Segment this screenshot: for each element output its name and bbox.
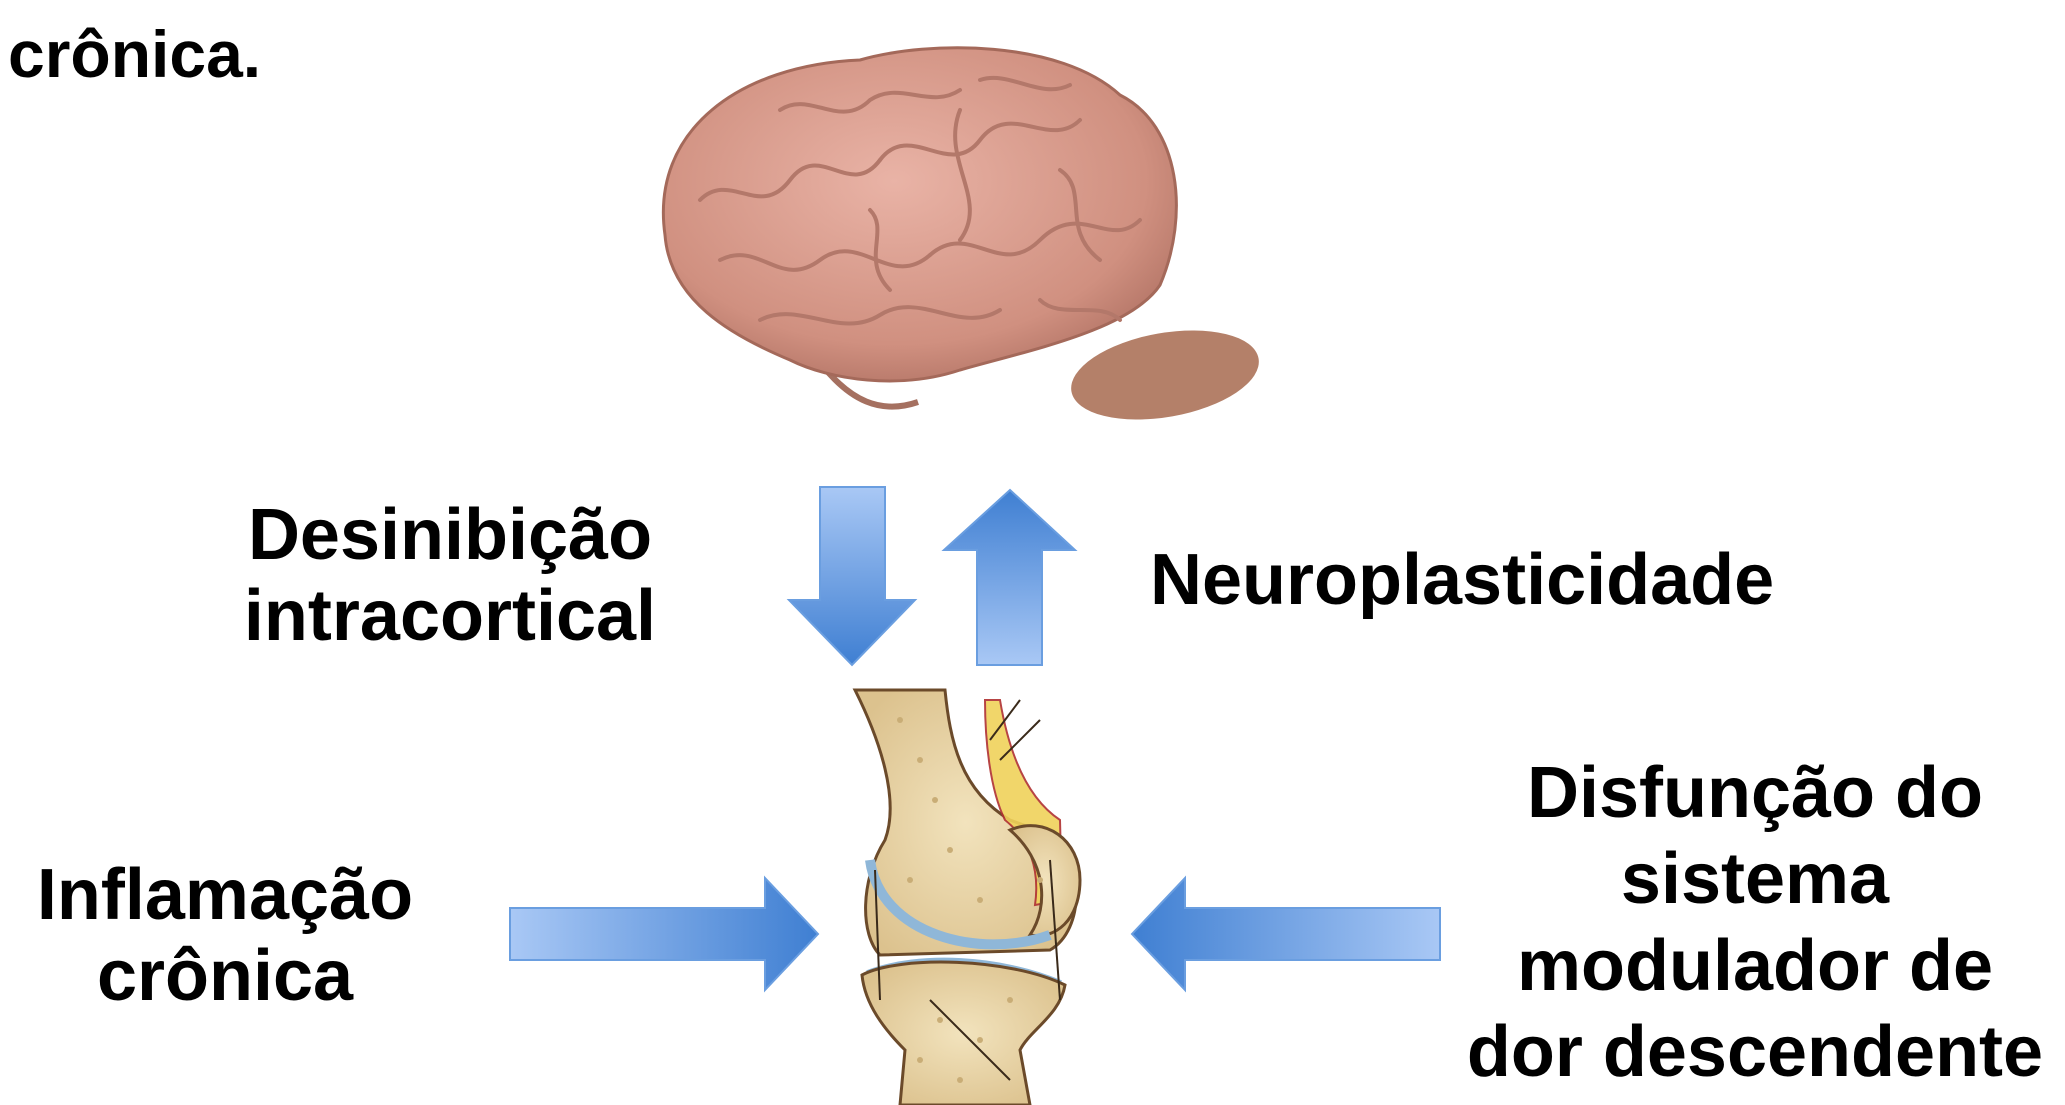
disfuncao-line-2: sistema: [1445, 836, 2065, 922]
disfuncao-line-3: modulador de: [1445, 923, 2065, 1009]
neuroplasticidade-label: Neuroplasticidade: [1150, 540, 1774, 621]
brain-image: [663, 48, 1265, 433]
up-arrow: [944, 490, 1075, 665]
desinibicao-label: Desinibição intracortical: [225, 495, 675, 656]
inflamacao-label: Inflamação crônica: [10, 855, 440, 1016]
disfuncao-label: Disfunção do sistema modulador de dor de…: [1445, 750, 2065, 1096]
disfuncao-line-1: Disfunção do: [1445, 750, 2065, 836]
knee-joint-image: [855, 690, 1080, 1105]
disfuncao-line-4: dor descendente: [1445, 1009, 2065, 1095]
down-arrow: [789, 487, 915, 665]
desinibicao-line-1: Desinibição: [225, 495, 675, 576]
desinibicao-line-2: intracortical: [225, 576, 675, 657]
left-arrow: [1132, 878, 1440, 990]
right-arrow: [510, 878, 818, 990]
inflamacao-line-1: Inflamação: [10, 855, 440, 936]
inflamacao-line-2: crônica: [10, 936, 440, 1017]
